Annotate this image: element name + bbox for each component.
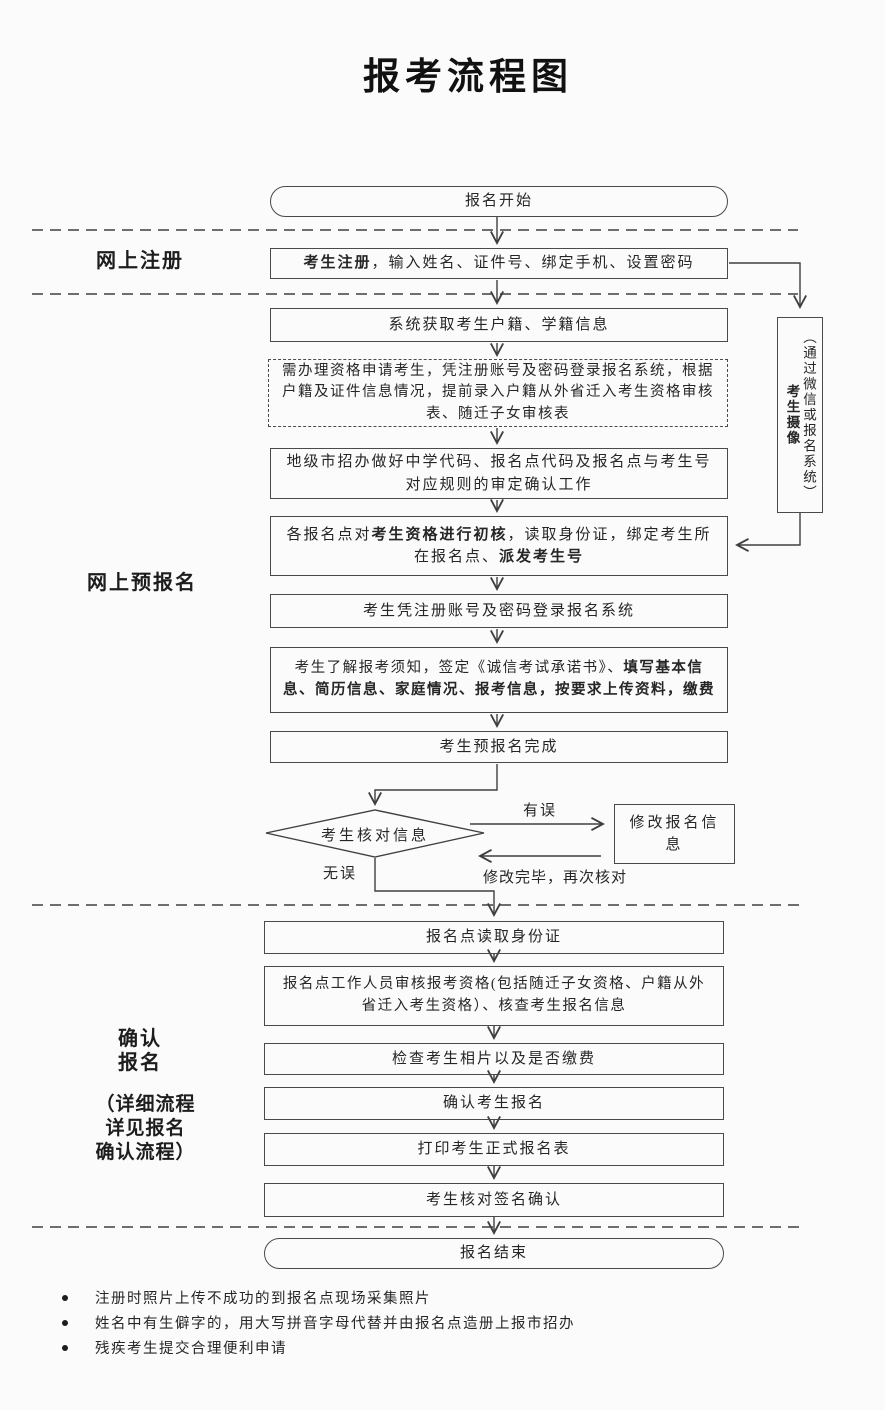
elbow-done-to-decision (368, 764, 498, 806)
pre-reg-done-box-text: 考生预报名完成 (439, 738, 559, 755)
end-terminator-text: 报名结束 (459, 1245, 528, 1262)
fill-info-box-text: 考生了解报考须知，签定《诚信考试承诺书》、填写基本信息、简历信息、家庭情况、报考… (283, 660, 715, 698)
register-box-text: 考生注册，输入姓名、证件号、绑定手机、设置密码 (303, 255, 695, 272)
camera-side-box-note: （通过微信或报名系统） (801, 329, 816, 501)
stage-label-confirm: 确认 报名 (60, 1027, 220, 1075)
print-form-box: 打印考生正式报名表 (264, 1133, 724, 1166)
start-terminator: 报名开始 (270, 186, 728, 217)
camera-side-box: 考生摄像 （通过微信或报名系统） (777, 317, 823, 513)
stage-label-pre-register: 网上预报名 (52, 571, 232, 595)
site-audit-box: 报名点工作人员审核报考资格(包括随迁子女资格、户籍从外省迁入考生资格）、核查考生… (264, 966, 724, 1026)
fill-info-box: 考生了解报考须知，签定《诚信考试承诺书》、填写基本信息、简历信息、家庭情况、报考… (270, 647, 728, 713)
start-terminator-text: 报名开始 (464, 193, 533, 210)
fetch-info-box: 系统获取考生户籍、学籍信息 (270, 308, 728, 342)
photo-fee-check-box-text: 检查考生相片以及是否缴费 (391, 1050, 596, 1067)
id-read-box: 报名点读取身份证 (264, 921, 724, 954)
stage-label-pre-register-text: 网上预报名 (87, 572, 197, 594)
bullet-icon (62, 1344, 68, 1351)
note-item-text: 残疾考生提交合理便利申请 (95, 1341, 287, 1357)
edge-label-recheck: 修改完毕，再次核对 (482, 870, 627, 886)
note-item-text: 注册时照片上传不成功的到报名点现场采集照片 (95, 1291, 431, 1307)
site-check-box-text: 各报名点对考生资格进行初核，读取身份证，绑定考生所在报名点、派发考生号 (286, 526, 712, 566)
elbow-camera-to-sitecheck (735, 513, 801, 552)
edge-label-no-error: 无误 (322, 866, 357, 882)
modify-info-box-text: 修改报名信息 (629, 814, 720, 854)
confirm-reg-box-text: 确认考生报名 (442, 1095, 545, 1112)
print-form-box-text: 打印考生正式报名表 (417, 1141, 571, 1158)
note-item-text: 姓名中有生僻字的，用大写拼音字母代替并由报名点造册上报市招办 (95, 1316, 575, 1332)
sign-confirm-box: 考生核对签名确认 (264, 1183, 724, 1217)
modify-info-box: 修改报名信息 (614, 804, 735, 864)
stage-label-confirm-note: （详细流程 详见报名 确认流程） (48, 1093, 243, 1165)
login-box-text: 考生凭注册账号及密码登录报名系统 (362, 602, 635, 619)
register-box: 考生注册，输入姓名、证件号、绑定手机、设置密码 (270, 248, 728, 279)
note-item: 姓名中有生僻字的，用大写拼音字母代替并由报名点造册上报市招办 (62, 1310, 782, 1335)
stage-label-register: 网上注册 (60, 249, 220, 273)
camera-side-box-title: 考生摄像 (784, 384, 800, 446)
city-office-box: 地级市招办做好中学代码、报名点代码及报名点与考生号对应规则的审定确认工作 (270, 448, 728, 499)
edge-label-error: 有误 (522, 803, 557, 819)
note-item: 残疾考生提交合理便利申请 (62, 1335, 782, 1360)
pre-reg-done-box: 考生预报名完成 (270, 731, 728, 763)
fetch-info-box-text: 系统获取考生户籍、学籍信息 (388, 316, 610, 333)
stage-label-confirm-note-line2: 详见报名 (105, 1118, 186, 1139)
city-office-box-text: 地级市招办做好中学代码、报名点代码及报名点与考生号对应规则的审定确认工作 (286, 454, 712, 493)
qualification-dashed-box: 需办理资格申请考生，凭注册账号及密码登录报名系统，根据户籍及证件信息情况，提前录… (268, 359, 728, 427)
stage-label-confirm-line2: 报名 (118, 1052, 162, 1074)
site-check-box: 各报名点对考生资格进行初核，读取身份证，绑定考生所在报名点、派发考生号 (270, 516, 728, 576)
bullet-icon (62, 1319, 68, 1326)
note-item: 注册时照片上传不成功的到报名点现场采集照片 (62, 1285, 782, 1310)
stage-label-confirm-note-line3: 确认流程） (95, 1142, 196, 1163)
decision-label: 考生核对信息 (320, 828, 429, 844)
site-audit-box-text: 报名点工作人员审核报考资格(包括随迁子女资格、户籍从外省迁入考生资格）、核查考生… (282, 976, 706, 1014)
sign-confirm-box-text: 考生核对签名确认 (425, 1191, 562, 1208)
stage-label-register-text: 网上注册 (96, 250, 184, 272)
id-read-box-text: 报名点读取身份证 (425, 929, 562, 946)
confirm-reg-box: 确认考生报名 (264, 1087, 724, 1120)
bullet-icon (62, 1294, 68, 1301)
page-title: 报考流程图 (363, 57, 573, 98)
end-terminator: 报名结束 (264, 1238, 724, 1269)
stage-label-confirm-note-line1: （详细流程 (95, 1094, 196, 1115)
photo-fee-check-box: 检查考生相片以及是否缴费 (264, 1043, 724, 1075)
elbow-register-to-camera (729, 262, 807, 309)
login-box: 考生凭注册账号及密码登录报名系统 (270, 594, 728, 628)
stage-label-confirm-line1: 确认 (118, 1028, 162, 1050)
qualification-dashed-box-text: 需办理资格申请考生，凭注册账号及密码登录报名系统，根据户籍及证件信息情况，提前录… (282, 363, 714, 422)
note-list: 注册时照片上传不成功的到报名点现场采集照片 姓名中有生僻字的，用大写拼音字母代替… (62, 1285, 782, 1360)
